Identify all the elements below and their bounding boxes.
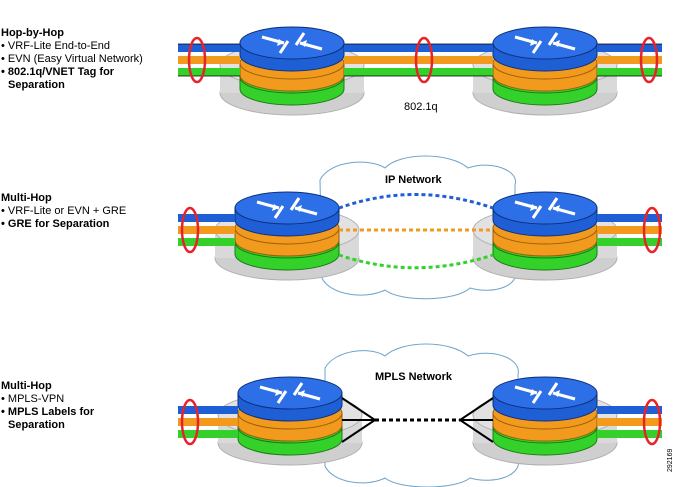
bullet-item: • EVN (Easy Virtual Network) [1, 53, 143, 65]
cloud-label: MPLS Network [375, 371, 453, 383]
row-multi-hop-mpls: MPLS Network [178, 343, 662, 487]
mpls-label-lines [341, 397, 494, 443]
router-right [472, 191, 618, 281]
bullet-item: • MPLS Labels for [1, 406, 95, 418]
vrf-pipes [178, 214, 662, 246]
row-multi-hop-gre: IP Network [178, 155, 662, 300]
bullet-continuation: Separation [8, 79, 65, 91]
vrf-pipes [178, 406, 662, 438]
bullet-item: • 802.1q/VNET Tag for [1, 66, 115, 78]
panel-hop-by-hop-text: Hop-by-Hop • VRF-Lite End-to-End • EVN (… [1, 27, 143, 92]
gre-tunnels [338, 193, 494, 270]
router-left [214, 191, 360, 281]
panel-multi-hop-gre-text: Multi-Hop • VRF-Lite or EVN + GRE • GRE … [1, 192, 126, 231]
router-right [472, 376, 618, 466]
bullet-item: • VRF-Lite End-to-End [1, 40, 111, 52]
bullet-item: • VRF-Lite or EVN + GRE [1, 205, 127, 217]
panel-multi-hop-mpls-text: Multi-Hop • MPLS-VPN • MPLS Labels for S… [1, 380, 94, 432]
router-right [472, 26, 618, 116]
row-hop-by-hop: 802.1q [178, 26, 662, 116]
panel-title: Hop-by-Hop [1, 27, 64, 39]
separation-ring [187, 36, 659, 84]
link-label-802-1q: 802.1q [404, 101, 438, 113]
bullet-item: • MPLS-VPN [1, 393, 65, 405]
panel-title: Multi-Hop [1, 192, 52, 204]
bullet-continuation: Separation [8, 419, 65, 431]
separation-ring [180, 206, 662, 254]
figure-id: 292169 [667, 449, 674, 472]
panel-title: Multi-Hop [1, 380, 52, 392]
separation-ring [180, 398, 662, 446]
router-left [219, 26, 365, 116]
bullet-item: • GRE for Separation [1, 218, 110, 230]
router-left [217, 376, 363, 466]
cloud-label: IP Network [385, 174, 443, 186]
